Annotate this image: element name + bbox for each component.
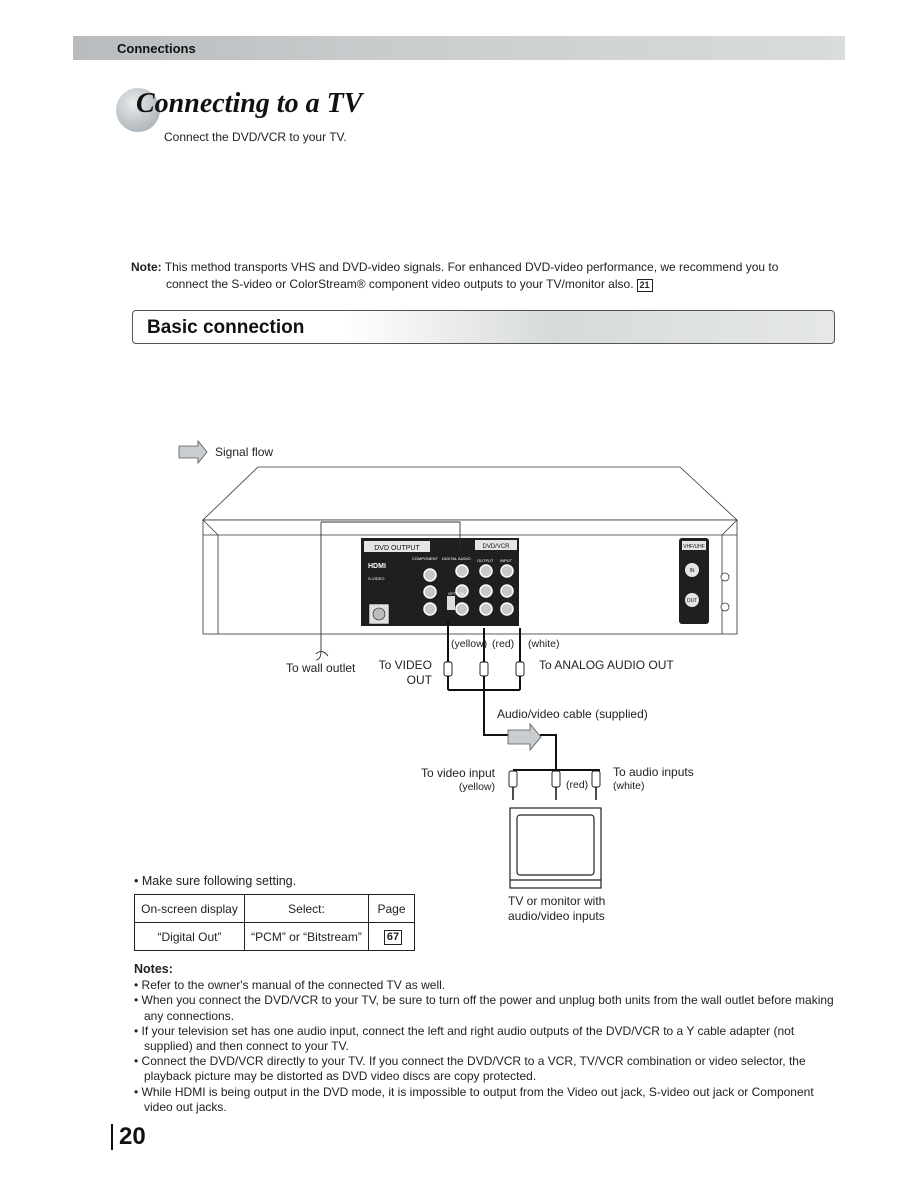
table-header-cell: Select: [244,894,369,923]
title-circle-ornament [116,88,160,132]
table-header-row: On-screen display Select: Page [134,894,415,923]
page-title: Connecting to a TV [136,88,363,119]
table-header-cell: Page [368,894,415,923]
notes-block: Notes: • Refer to the owner's manual of … [134,962,844,1115]
list-item: • If your television set has one audio i… [134,1023,795,1054]
rear-panel [361,538,730,626]
table-cell: “PCM” or “Bitstream” [244,922,369,951]
section-heading: Basic connection [147,317,305,338]
red-label: (red) [492,638,515,650]
page-ref-badge: 67 [383,929,403,945]
list-item: • Connect the DVD/VCR directly to your T… [134,1054,806,1084]
panel-dvd-output-label: DVD OUTPUT [374,545,420,552]
notes-heading: Notes: [134,962,173,976]
panel-component-label: COMPONENT [412,556,439,561]
section-heading-box: Basic connection [132,310,835,344]
signal-flow-label: Signal flow [215,445,274,459]
table-cell: “Digital Out” [134,922,245,951]
panel-in-label: IN [690,568,695,574]
note-line-1: This method transports VHS and DVD-video… [164,260,779,274]
audio-inputs-label: To audio inputs [613,765,694,779]
note-text: When you connect the DVD/VCR to your TV,… [141,993,834,1023]
list-item: • Refer to the owner's manual of the con… [134,978,446,993]
cable-signal-arrow-icon [507,722,542,752]
page-ref-badge: 21 [636,279,653,292]
note-text: While HDMI is being output in the DVD mo… [141,1084,814,1114]
white-label: (white) [528,638,560,650]
note-block: Note: This method transports VHS and DVD… [131,259,831,293]
panel-hdmi-label: HDMI [368,563,386,570]
cable-label: Audio/video cable (supplied) [497,707,648,721]
section-header-bar: Connections [73,36,845,60]
panel-input-label: INPUT [500,558,513,563]
yellow-label: (yellow) [451,638,488,650]
tv-monitor-icon [509,807,602,889]
signal-flow-arrow-icon [178,439,208,465]
power-cord [315,521,461,661]
panel-output-label: OUTPUT [477,558,494,563]
page-number: 20 [111,1124,146,1150]
video-out-label-1: To VIDEO [378,658,432,672]
list-item: • When you connect the DVD/VCR to your T… [134,993,834,1023]
panel-dvd-vcr-label: DVD/VCR [482,544,510,550]
note-text: Refer to the owner's manual of the conne… [141,978,446,993]
video-input-color-label: (yellow) [458,781,495,793]
tv-label-2: audio/video inputs [508,909,605,923]
video-out-label-2: OUT [406,673,432,687]
table-cell: 67 [368,922,415,951]
list-item: • While HDMI is being output in the DVD … [134,1084,814,1114]
wall-outlet-label: To wall outlet [286,661,356,675]
panel-s-video-label: S-VIDEO [368,576,384,581]
page-subtitle: Connect the DVD/VCR to your TV. [164,130,347,144]
panel-vhf-uhf-label: VHF/UHF [683,544,705,550]
section-header-label: Connections [117,41,196,56]
note-line-2: connect the S-video or ColorStream® comp… [166,277,634,291]
video-input-label: To video input [420,766,495,780]
note-label: Note: [131,260,162,274]
table-row: “Digital Out” “PCM” or “Bitstream” 67 [134,922,415,951]
note-text: Connect the DVD/VCR directly to your TV.… [141,1054,806,1084]
page-title-block: Connecting to a TV [116,86,516,134]
settings-table: On-screen display Select: Page “Digital … [134,894,415,951]
note-text: If your television set has one audio inp… [141,1023,795,1054]
red-input-label: (red) [566,779,589,791]
audio-inputs-color-label: (white) [613,780,645,792]
panel-optical-label: OPTICAL [448,591,466,596]
analog-audio-label: To ANALOG AUDIO OUT [539,658,674,672]
panel-digital-audio-label: DIGITAL AUDIO [442,556,471,561]
setting-instruction-text: Make sure following setting. [141,874,297,888]
tv-label-1: TV or monitor with [508,894,606,908]
rca-plugs [443,661,601,800]
setting-instruction: • Make sure following setting. [134,874,297,888]
table-header-cell: On-screen display [134,894,245,923]
panel-out-label: OUT [687,598,698,604]
